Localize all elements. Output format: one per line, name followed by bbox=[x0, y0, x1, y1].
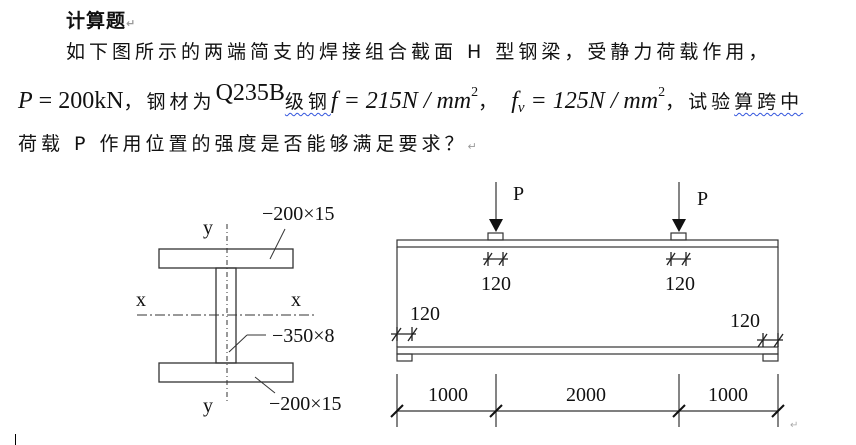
text-cursor bbox=[15, 434, 16, 445]
f-value: = 215N / mm bbox=[337, 88, 472, 114]
fv-value: = 125N / mm bbox=[524, 88, 659, 114]
load-arrow-left-head-icon bbox=[489, 219, 503, 232]
f-label: f bbox=[330, 88, 338, 114]
span-3-label: 1000 bbox=[708, 384, 748, 406]
line3-text: 荷载 P 作用位置的强度是否能够满足要求？ bbox=[18, 133, 468, 155]
fv-formula: fv = 125N / mm2 bbox=[511, 85, 666, 116]
bearing-left-dim-label: 120 bbox=[481, 273, 511, 295]
load-arrow-right-head-icon bbox=[672, 219, 686, 232]
support-plate-right bbox=[762, 353, 779, 362]
dim-support-left bbox=[391, 327, 418, 342]
span-dimension-line bbox=[396, 374, 779, 427]
axis-x-right-label: x bbox=[291, 289, 301, 311]
separator: ， bbox=[478, 91, 502, 113]
support-plate-left bbox=[396, 353, 413, 362]
fv-label: f bbox=[511, 88, 518, 114]
bearing-plate-left bbox=[487, 232, 504, 241]
leader-top-flange bbox=[269, 228, 286, 260]
dim-bearing-right bbox=[666, 252, 691, 266]
end-paragraph-mark: ↵ bbox=[790, 420, 798, 431]
load-label-left: P bbox=[513, 183, 524, 205]
support-left-dim-label: 120 bbox=[410, 303, 440, 325]
spellcheck-text: 算跨中 bbox=[734, 91, 804, 113]
load-value: = 200kN bbox=[32, 88, 124, 114]
load-symbol: P bbox=[18, 88, 33, 114]
bearing-plate-right bbox=[670, 232, 687, 241]
support-right-dim-label: 120 bbox=[730, 310, 760, 332]
bottom-flange-label: −200×15 bbox=[269, 393, 342, 415]
grade-suffix: 级钢 bbox=[284, 91, 331, 113]
load-label-right: P bbox=[697, 188, 708, 210]
beam-bottom-flange bbox=[396, 346, 779, 355]
heading-text: 计算题 bbox=[66, 10, 127, 32]
paragraph-mark: ↵ bbox=[467, 140, 477, 153]
top-flange-label: −200×15 bbox=[262, 203, 335, 225]
problem-line-3: 荷载 P 作用位置的强度是否能够满足要求？↵ bbox=[18, 129, 477, 156]
text-steel: ，钢材为 bbox=[123, 91, 216, 113]
span-1-label: 1000 bbox=[428, 384, 468, 406]
leader-web bbox=[228, 334, 248, 353]
steel-grade: Q235B bbox=[215, 80, 285, 106]
fv-subscript: v bbox=[517, 100, 525, 116]
f-formula: f = 215N / mm2 bbox=[330, 85, 479, 114]
bearing-right-dim-label: 120 bbox=[665, 273, 695, 295]
problem-line-2: P = 200kN，钢材为Q235B级钢f = 215N / mm2， fv =… bbox=[18, 80, 803, 117]
beam-top-flange bbox=[396, 239, 779, 248]
axis-y-top-label: y bbox=[203, 217, 213, 239]
load-formula: P = 200kN bbox=[18, 88, 124, 114]
bottom-flange bbox=[158, 362, 294, 383]
problem-line-1: 如下图所示的两端简支的焊接组合截面 H 型钢梁，受静力荷载作用， bbox=[66, 41, 772, 63]
axis-x-left-label: x bbox=[136, 289, 146, 311]
dim-support-right bbox=[757, 333, 784, 348]
web-label: −350×8 bbox=[272, 325, 335, 347]
dim-bearing-left bbox=[483, 252, 508, 266]
top-flange bbox=[158, 248, 294, 269]
leader-bottom-flange bbox=[254, 376, 276, 394]
axis-y-bottom-label: y bbox=[203, 395, 213, 417]
fv-exponent: 2 bbox=[658, 85, 666, 100]
span-2-label: 2000 bbox=[566, 384, 606, 406]
f-exponent: 2 bbox=[471, 85, 479, 100]
paragraph-mark: ↵ bbox=[126, 17, 136, 30]
text-check: ，试验 bbox=[665, 91, 735, 113]
question-heading: 计算题↵ bbox=[66, 6, 135, 33]
